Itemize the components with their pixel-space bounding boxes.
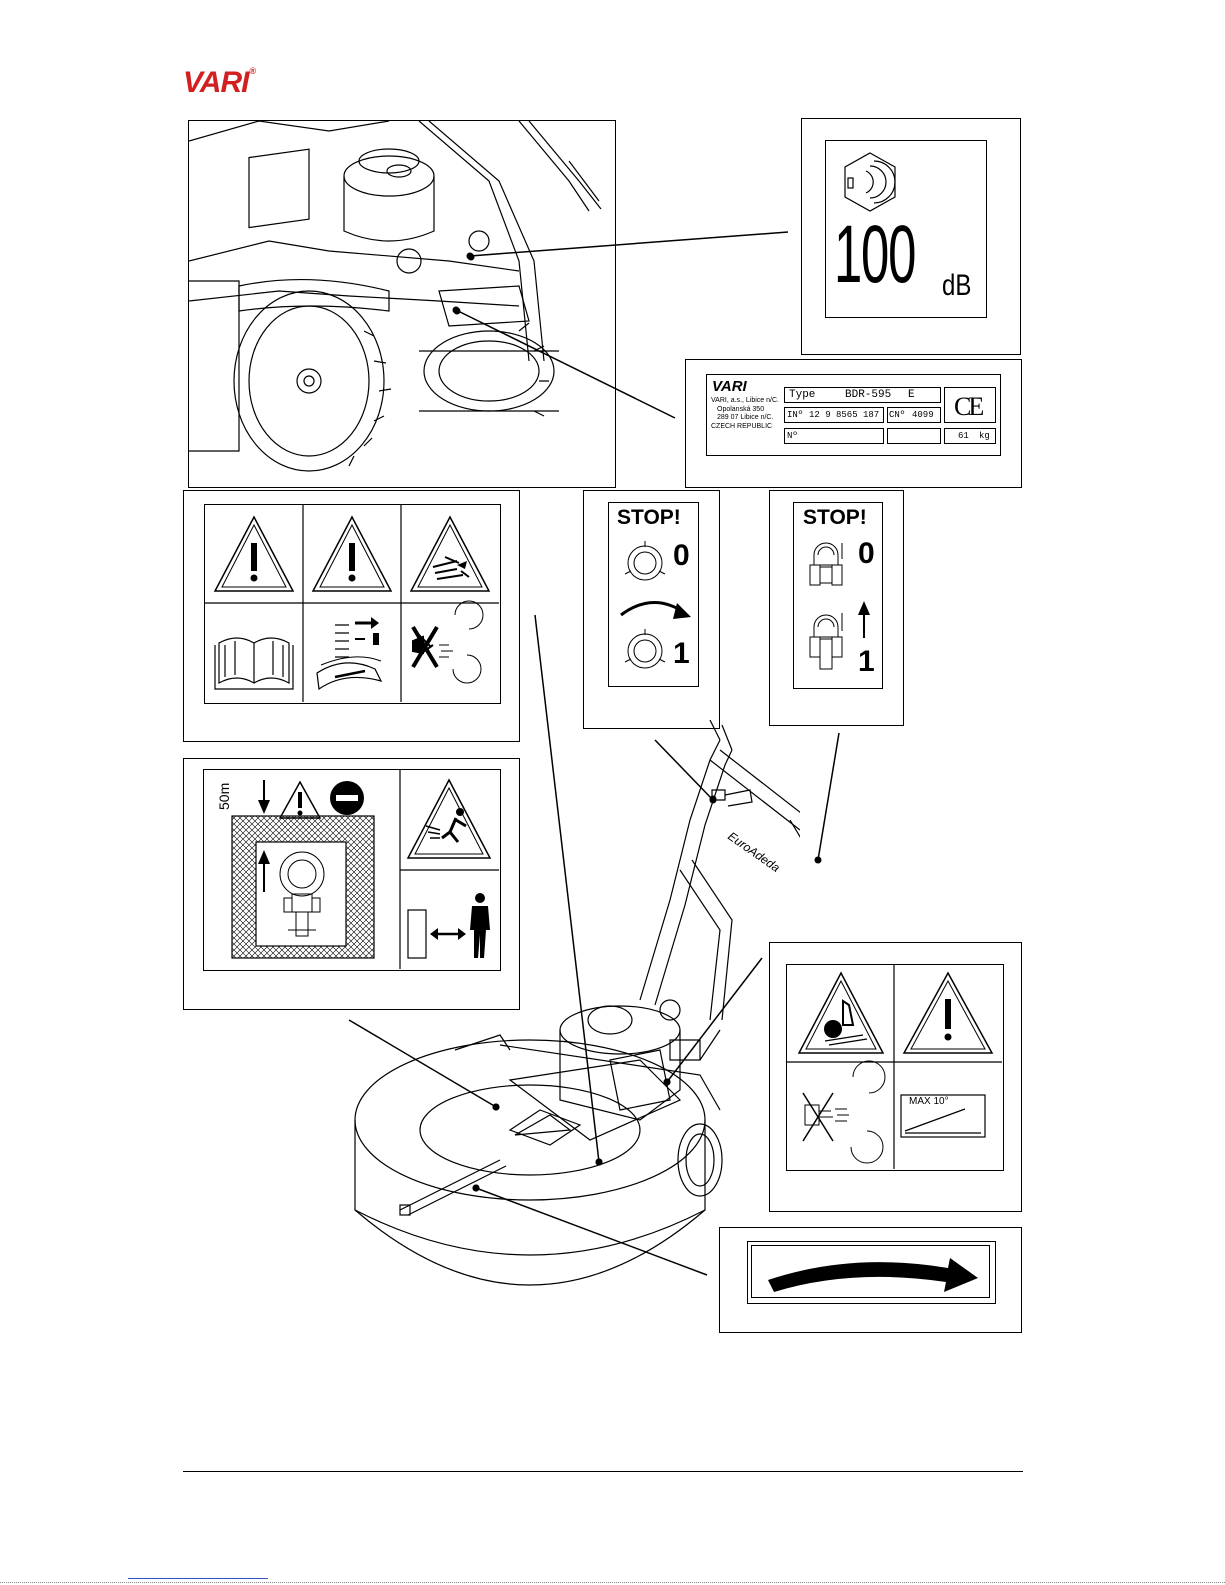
no-feet-blade-icon xyxy=(803,1061,885,1163)
slope-warning-grid: MAX 10° xyxy=(786,964,1004,1171)
hand-entanglement-icon xyxy=(799,973,883,1053)
footer-rule xyxy=(183,1471,1023,1472)
rotation-arrow-icon xyxy=(752,1246,989,1297)
slope-text: MAX 10° xyxy=(909,1096,949,1107)
slope-warning-drawing xyxy=(787,965,1002,1169)
slope-warning-panel: MAX 10° xyxy=(769,942,1022,1212)
rotation-arrow-frame xyxy=(751,1245,990,1298)
rotation-arrow-panel xyxy=(719,1227,1022,1333)
page-break-line xyxy=(0,1582,1225,1583)
rotation-arrow-label xyxy=(747,1241,996,1304)
warning-icon xyxy=(904,973,992,1053)
footer-link-line xyxy=(128,1578,268,1579)
